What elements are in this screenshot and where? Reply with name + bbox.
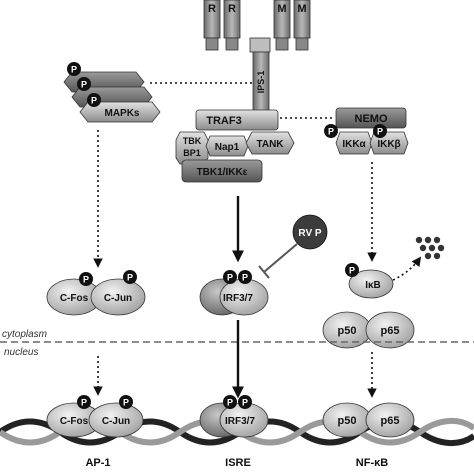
svg-text:P: P: [227, 398, 233, 408]
svg-text:P: P: [71, 65, 77, 75]
arrow-ikb-degradation: [392, 256, 422, 281]
cyto-p65-label: p65: [381, 325, 400, 337]
nuclear-p65-label: p65: [381, 415, 400, 427]
phospho-mapk-1: P: [67, 62, 81, 76]
proteasome-dots-icon: [415, 236, 445, 260]
inhibition-bar: [258, 265, 270, 279]
phospho-nuclear-cfos: P: [77, 395, 91, 409]
traf3-label: TRAF3: [206, 115, 241, 127]
cyto-cjun-label: C-Jun: [104, 293, 132, 304]
receptor-label-m1: M: [277, 3, 286, 15]
svg-text:P: P: [81, 398, 87, 408]
svg-text:P: P: [349, 266, 355, 276]
receptor-label-r2: R: [228, 3, 236, 15]
phospho-cyto-irf-1: P: [223, 270, 237, 284]
tbk1-ikke-label: TBK1/IKKε: [197, 167, 248, 178]
nuclear-p50-label: p50: [338, 415, 357, 427]
receptor-label-m2: M: [297, 3, 306, 15]
tank-label: TANK: [256, 139, 284, 150]
cytoplasm-label: cytoplasm: [2, 329, 47, 340]
cyto-irf37: IRF3/7: [199, 278, 269, 316]
receptor-mda5: M M: [273, 0, 311, 51]
ips1-adaptor: IPS-1: [249, 37, 271, 113]
traf3-complex: TRAF3 TBK BP1 Nap1 TANK TBK1/IKKε: [175, 109, 295, 183]
promoter-nfkb-label: NF-κB: [356, 457, 388, 469]
ikkb-label: IKKβ: [377, 139, 400, 150]
phospho-nuclear-irf-1: P: [223, 395, 237, 409]
phospho-mapk-3: P: [87, 93, 101, 107]
mapk-label: MAPKs: [104, 108, 139, 119]
nuclear-irf-label: IRF3/7: [225, 416, 255, 427]
cyto-p50-label: p50: [338, 325, 357, 337]
receptor-label-r1: R: [208, 3, 216, 15]
nuclear-cfos-label: C-Fos: [60, 416, 89, 427]
promoter-ap1-label: AP-1: [85, 457, 110, 469]
mapk-stack: MAPKs: [63, 71, 161, 123]
phospho-mapk-2: P: [77, 77, 91, 91]
phospho-nuclear-cjun: P: [119, 395, 133, 409]
nemo-complex: NEMO IKKα IKKβ: [335, 107, 409, 155]
cyto-ikb-label: IκB: [365, 280, 381, 291]
nemo-label: NEMO: [355, 113, 388, 125]
svg-text:P: P: [83, 275, 89, 285]
rv-p-inhibitor: RV P: [258, 214, 328, 279]
svg-text:P: P: [127, 273, 133, 283]
nuclear-cfos-cjun: C-Fos C-Jun: [46, 402, 144, 438]
svg-text:P: P: [123, 398, 129, 408]
phospho-cyto-cfos: P: [79, 272, 93, 286]
ikka-label: IKKα: [342, 139, 366, 150]
phospho-ikb: P: [345, 263, 359, 277]
svg-text:P: P: [81, 80, 87, 90]
receptor-rig-i: R R: [203, 0, 241, 51]
phospho-ikkb: P: [373, 124, 387, 138]
phospho-cyto-cjun: P: [123, 270, 137, 284]
phospho-ikka: P: [324, 124, 338, 138]
phospho-nuclear-irf-2: P: [238, 395, 252, 409]
inhibition-line: [263, 243, 298, 273]
cyto-cfos-cjun: C-Fos C-Jun: [46, 278, 146, 316]
svg-text:P: P: [242, 273, 248, 283]
tbk-bp1-label-1: TBK: [183, 136, 202, 146]
tbk-bp1-label-2: BP1: [183, 148, 201, 158]
phospho-cyto-irf-2: P: [238, 270, 252, 284]
svg-text:P: P: [227, 273, 233, 283]
ips1-label: IPS-1: [256, 71, 266, 94]
nuclear-cjun-label: C-Jun: [102, 416, 130, 427]
rvp-label: RV P: [298, 228, 321, 239]
cyto-irf-label: IRF3/7: [223, 293, 253, 304]
nap1-label: Nap1: [215, 142, 240, 153]
nucleus-label: nucleus: [4, 347, 38, 358]
cyto-nfkb-complex: p50 p65 IκB: [322, 269, 415, 349]
promoter-isre-label: ISRE: [225, 457, 251, 469]
nuclear-irf37: IRF3/7: [199, 402, 269, 438]
cyto-cfos-label: C-Fos: [60, 293, 89, 304]
svg-text:P: P: [91, 96, 97, 106]
svg-text:P: P: [328, 127, 334, 137]
svg-text:P: P: [242, 398, 248, 408]
nuclear-nfkb: p50 p65: [322, 402, 415, 438]
svg-text:P: P: [377, 127, 383, 137]
